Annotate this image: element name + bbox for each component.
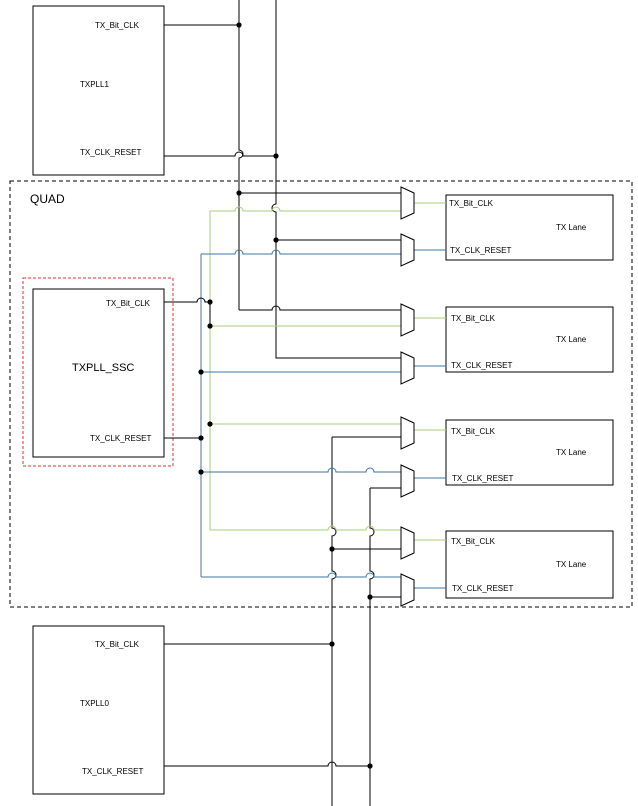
tx-lane-1: TX_Bit_CLK TX Lane TX_CLK_RESET	[445, 194, 614, 261]
tx-lane-3-name: TX Lane	[556, 448, 587, 457]
tx-lane-3: TX_Bit_CLK TX Lane TX_CLK_RESET	[445, 419, 614, 486]
txpll-ssc-clk-reset-label: TX_CLK_RESET	[90, 434, 151, 443]
tx-lane-3-clk-reset-label: TX_CLK_RESET	[452, 474, 513, 483]
lane-muxes	[400, 186, 415, 607]
lane-2-bit-clk-mux	[400, 303, 415, 337]
lane-4-reset-mux	[400, 573, 415, 607]
tx-lane-2-name: TX Lane	[556, 335, 587, 344]
txpll1-bit-clk-label: TX_Bit_CLK	[95, 21, 140, 30]
tx-lane-3-bit-clk-label: TX_Bit_CLK	[451, 427, 496, 436]
txpll-ssc-highlight	[22, 277, 174, 467]
txpll0-wiring	[164, 436, 401, 806]
lane-3-bit-clk-mux	[400, 416, 415, 450]
txpll1-clk-reset-label: TX_CLK_RESET	[80, 148, 141, 157]
ssc-bit-clk-wiring	[209, 202, 446, 541]
quad-boundary	[9, 180, 633, 608]
tx-lane-4: TX_Bit_CLK TX Lane TX_CLK_RESET	[445, 530, 614, 599]
tx-lane-2-bit-clk-label: TX_Bit_CLK	[451, 314, 496, 323]
tx-lane-4-name: TX Lane	[556, 560, 587, 569]
tx-lane-1-name: TX Lane	[556, 223, 587, 232]
lane-2-reset-mux	[400, 351, 415, 385]
tx-lane-4-clk-reset-label: TX_CLK_RESET	[452, 584, 513, 593]
txpll1-name: TXPLL1	[80, 80, 109, 89]
txpll1-block: TX_Bit_CLK TXPLL1 TX_CLK_RESET	[32, 5, 165, 176]
txpll0-bit-clk-label: TX_Bit_CLK	[95, 640, 140, 649]
tx-lane-4-bit-clk-label: TX_Bit_CLK	[451, 537, 496, 546]
tx-lane-1-bit-clk-label: TX_Bit_CLK	[449, 199, 494, 208]
txpll0-block: TX_Bit_CLK TXPLL0 TX_CLK_RESET	[32, 625, 165, 795]
lane-1-bit-clk-mux	[400, 186, 415, 220]
txpll1-wiring	[164, 0, 401, 359]
txpll0-clk-reset-label: TX_CLK_RESET	[82, 767, 143, 776]
txpll-ssc-name: TXPLL_SSC	[72, 362, 134, 374]
lane-1-reset-mux	[400, 233, 415, 267]
ssc-output-wiring	[164, 297, 211, 439]
tx-lane-1-clk-reset-label: TX_CLK_RESET	[450, 246, 511, 255]
tx-lane-2-clk-reset-label: TX_CLK_RESET	[451, 361, 512, 370]
txpll0-name: TXPLL0	[80, 699, 109, 708]
wire-junctions	[198, 22, 373, 769]
tx-lane-2: TX_Bit_CLK TX Lane TX_CLK_RESET	[445, 306, 614, 373]
ssc-reset-wiring	[200, 249, 446, 589]
txpll-ssc-block: TX_Bit_CLK TXPLL_SSC TX_CLK_RESET	[32, 288, 165, 458]
lane-3-reset-mux	[400, 464, 415, 498]
txpll-ssc-bit-clk-label: TX_Bit_CLK	[106, 299, 151, 308]
lane-4-bit-clk-mux	[400, 526, 415, 560]
quad-label: QUAD	[30, 192, 65, 206]
